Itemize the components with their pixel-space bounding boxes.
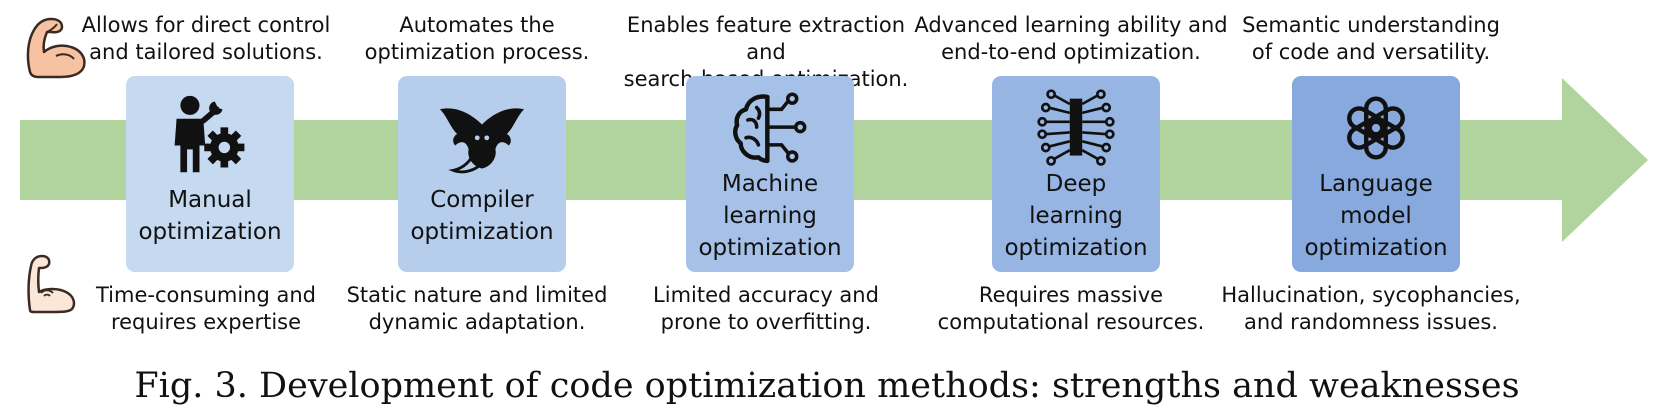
weak-arm-icon [27,254,76,314]
engineer-with-gear-icon [174,95,245,173]
stage-3-label: Machine learning optimization [698,171,842,261]
neural-network-chip-icon [1037,89,1115,166]
stage-2-card: Compiler optimization [398,76,566,272]
stage-5-label: Language model optimization [1304,171,1448,261]
stage-3-weakness: Limited accuracy and prone to overfittin… [653,283,879,334]
stage-1-label: Manual optimization [138,187,282,245]
stage-4-weakness: Requires massive computational resources… [937,283,1205,334]
stage-4-label: Deep learning optimization [1004,171,1148,261]
stage-2-weakness: Static nature and limited dynamic adapta… [346,283,608,334]
stage-5-card: Language model optimization [1292,76,1460,272]
stage-4-card: Deep learning optimization [992,76,1160,272]
stage-2-label: Compiler optimization [410,187,554,245]
openai-knot-icon [1347,96,1405,160]
ai-brain-circuit-icon [733,92,807,164]
stage-5-weakness: Hallucination, sycophancies, and randomn… [1221,283,1521,334]
stage-1-card: Manual optimization [126,76,294,272]
stage-4-strength: Advanced learning ability and end-to-end… [914,13,1228,64]
stage-3-card: Machine learning optimization [686,76,854,272]
stage-2-strength: Automates the optimization process. [364,13,590,64]
flexed-bicep-icon [26,17,86,79]
figure-caption: Fig. 3. Development of code optimization… [134,366,1520,406]
stage-1-strength: Allows for direct control and tailored s… [81,13,331,64]
dragon-icon [439,108,525,174]
stage-1-weakness: Time-consuming and requires expertise [95,283,317,334]
stage-5-strength: Semantic understanding of code and versa… [1242,13,1500,64]
